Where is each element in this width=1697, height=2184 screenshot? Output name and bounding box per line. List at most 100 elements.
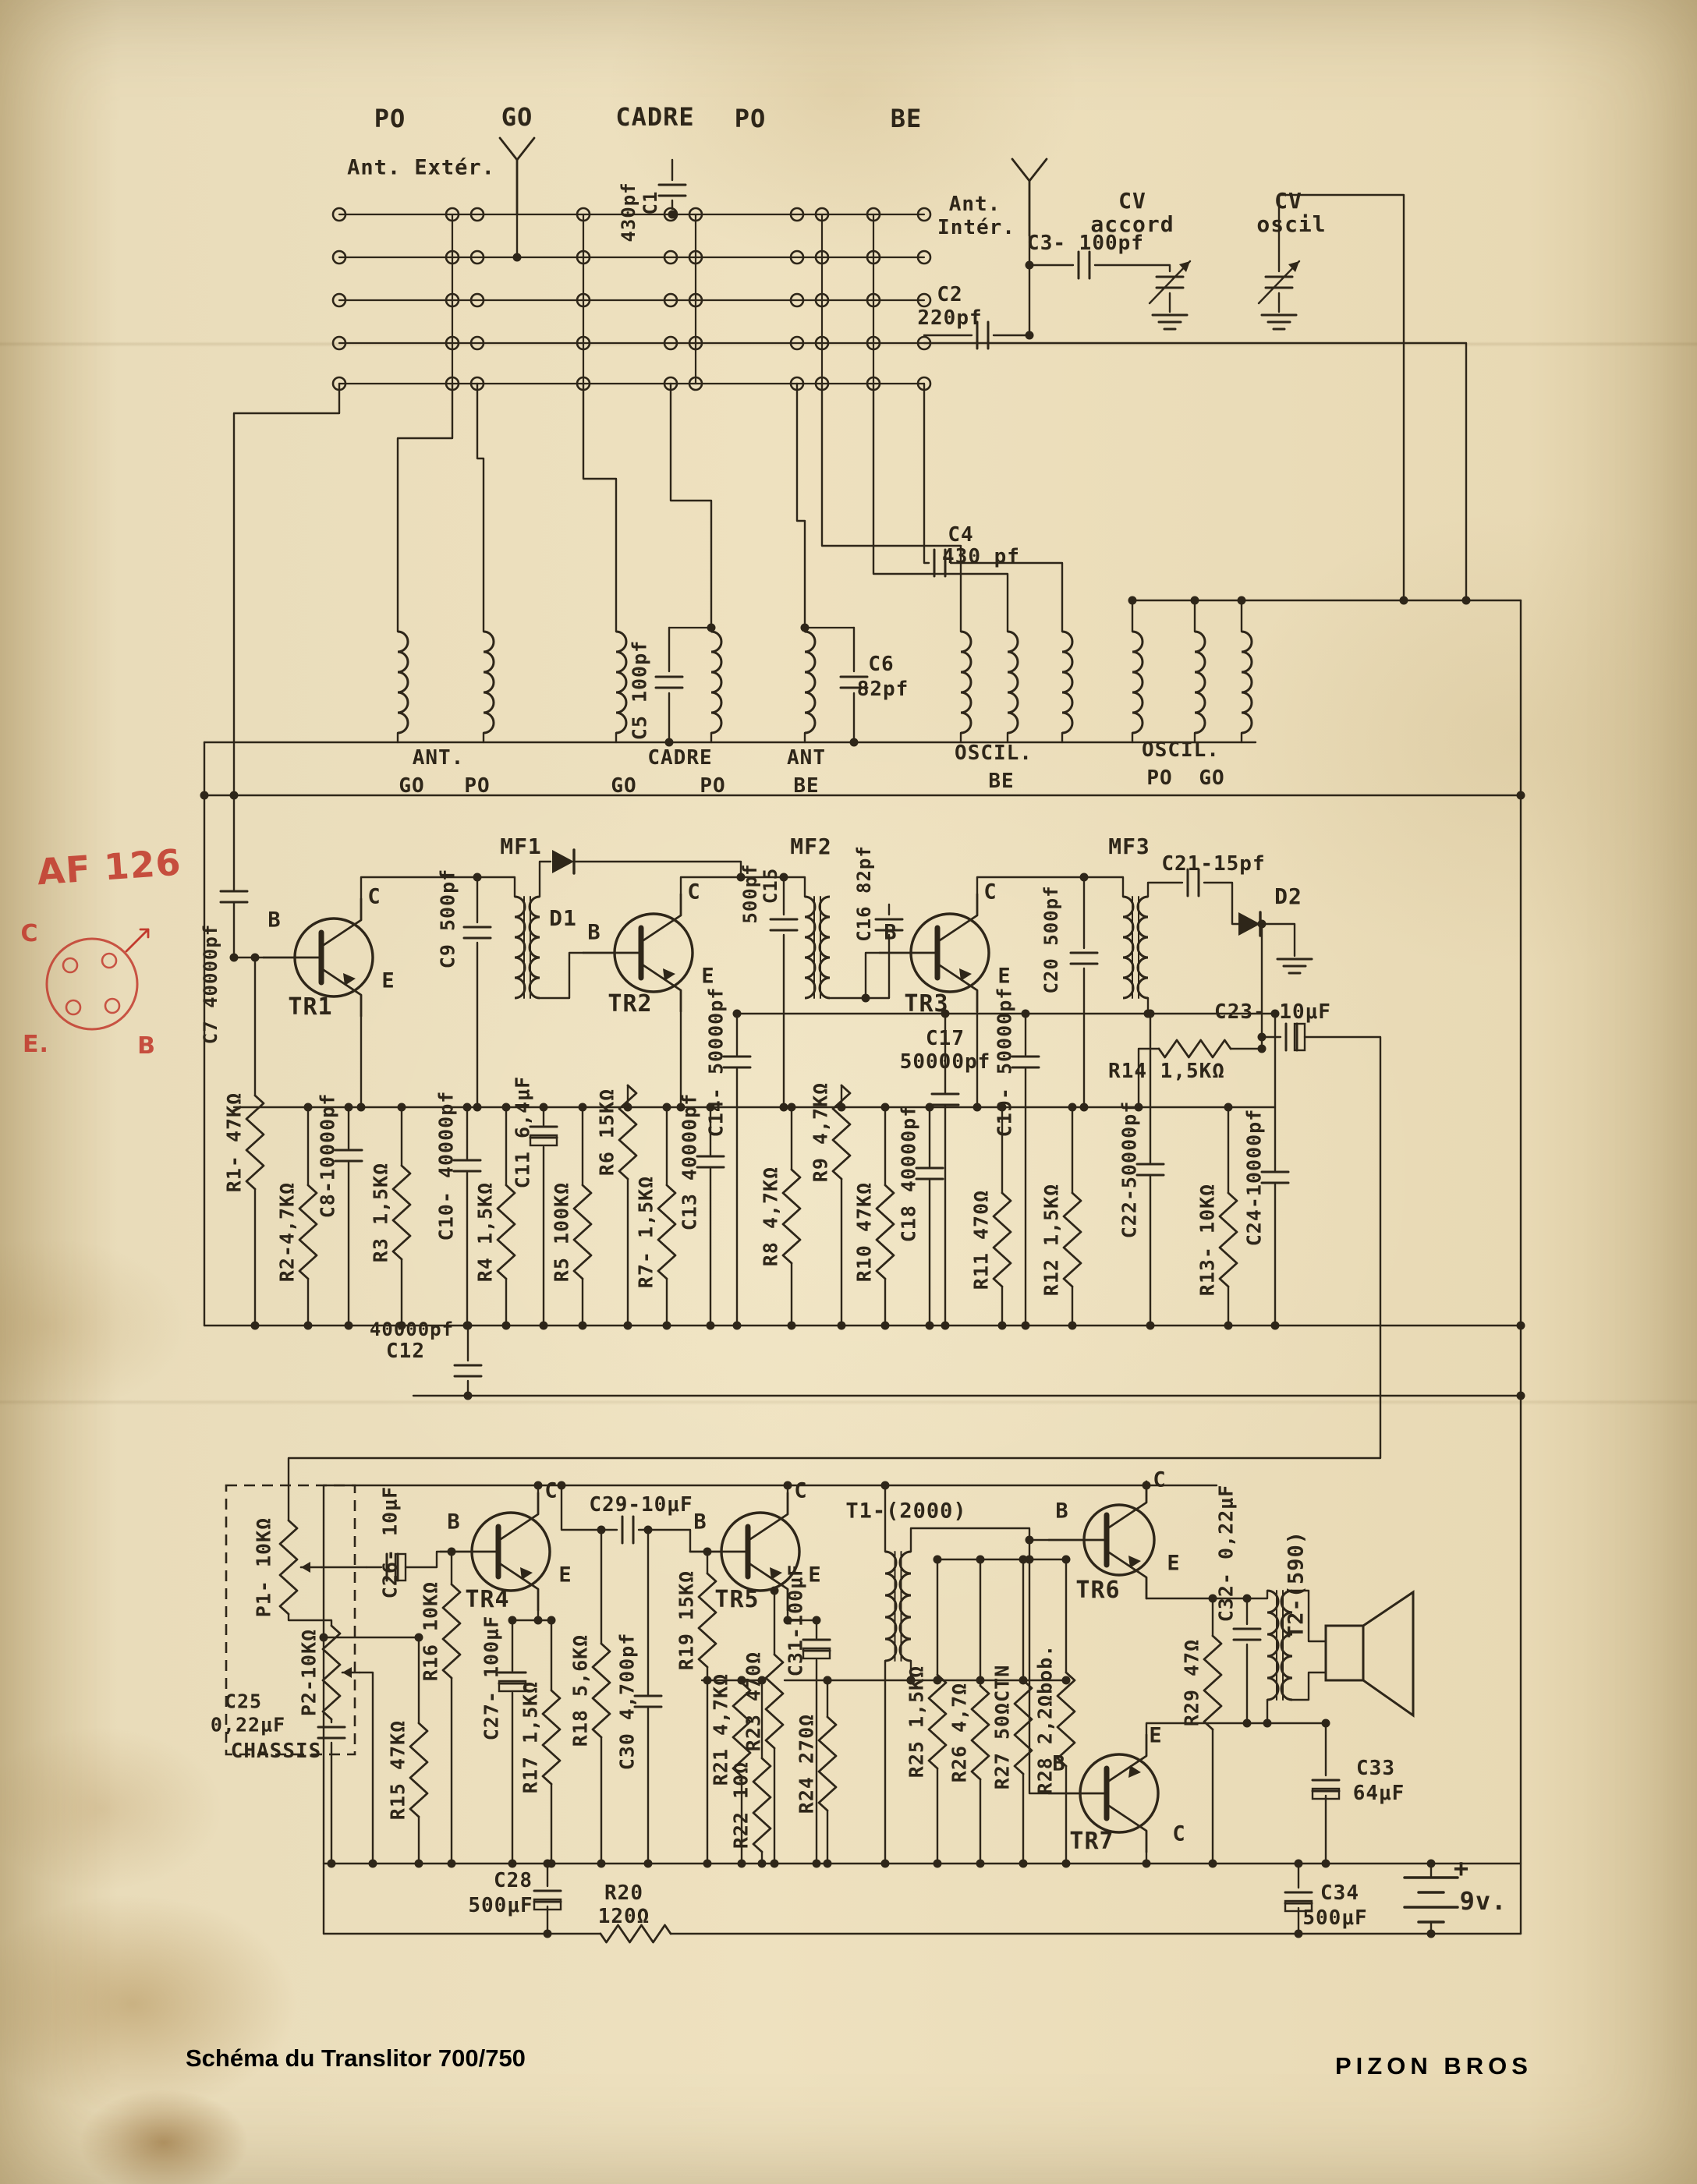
label-stamp-c: C	[20, 920, 39, 947]
label-c15-value: 500pf	[739, 863, 761, 924]
label-c31: C31-100μF	[784, 1563, 807, 1677]
label-r15: R15 47KΩ	[386, 1719, 409, 1821]
label-tr7: TR7	[1069, 1828, 1114, 1855]
label-coil-ant-go: GO	[399, 774, 425, 798]
label-r22: R22 10Ω	[729, 1761, 753, 1849]
label-c30: C30 4,700pf	[615, 1632, 639, 1771]
label-tr5: TR5	[714, 1586, 760, 1613]
label-cv-accord-2: accord	[1090, 211, 1174, 237]
label-r19: R19 15KΩ	[675, 1570, 698, 1671]
label-c11: C11 6,4μF	[511, 1075, 534, 1189]
label-ant-inter-1: Ant.	[948, 193, 1001, 216]
label-c19: C19- 50000pf	[993, 986, 1016, 1138]
label-cv-oscil-2: oscil	[1256, 211, 1327, 237]
label-stamp-name: AF 126	[35, 841, 183, 894]
label-c5: C5 100pf	[628, 639, 651, 741]
label-c32: C32- 0,22μF	[1214, 1484, 1238, 1623]
label-cv-accord-1: CV	[1118, 188, 1146, 214]
label-cv-oscil-1: CV	[1274, 188, 1302, 214]
label-tr5-b: B	[693, 1510, 707, 1534]
label-c2-value: 220pf	[917, 306, 983, 330]
label-c28-name: C28	[494, 1869, 533, 1892]
label-c4-value: 430 pf	[942, 545, 1020, 568]
label-mf1: MF1	[500, 834, 542, 859]
label-c6-name: C6	[868, 653, 895, 676]
label-r26: R26 4,7Ω	[948, 1682, 971, 1783]
label-r9: R9 4,7KΩ	[809, 1081, 832, 1183]
label-c6-value: 82pf	[856, 678, 909, 701]
label-c16: C16 82pf	[853, 845, 875, 942]
label-tr4: TR4	[465, 1586, 510, 1613]
label-c10: C10- 40000pf	[434, 1090, 458, 1241]
label-tr6: TR6	[1075, 1577, 1121, 1604]
label-r7: R7- 1,5KΩ	[634, 1175, 657, 1289]
label-c26: C26- 10μF	[378, 1485, 402, 1599]
label-tr6-c: C	[1153, 1467, 1167, 1492]
label-c22: C22-50000pf	[1118, 1100, 1141, 1239]
label-coil-cadre-po: PO	[700, 774, 726, 798]
label-c2-name: C2	[937, 283, 963, 306]
label-coil-oscil2-po: PO	[1146, 766, 1173, 790]
schema-caption: Schéma du Translitor 700/750	[186, 2044, 526, 2072]
label-r16: R16 10KΩ	[419, 1580, 442, 1682]
label-coil-oscil1: OSCIL.	[955, 742, 1033, 765]
label-p2: P2-10KΩ	[297, 1628, 321, 1717]
label-r10: R10 47KΩ	[852, 1181, 876, 1283]
label-c34-name: C34	[1320, 1881, 1359, 1905]
label-c28-value: 500μF	[468, 1894, 533, 1917]
label-d1: D1	[549, 905, 577, 931]
label-band-be: BE	[890, 104, 923, 133]
label-r6: R6 15KΩ	[595, 1088, 618, 1177]
label-coil-ant2-be: BE	[793, 774, 820, 798]
label-c4-name: C4	[948, 523, 974, 547]
label-r29: R29 47Ω	[1180, 1638, 1203, 1727]
label-mf2: MF2	[790, 834, 832, 859]
label-chassis: CHASSIS	[230, 1740, 322, 1763]
label-tr5-c: C	[794, 1478, 808, 1503]
label-d2: D2	[1274, 883, 1302, 909]
label-tr7-b: B	[1052, 1751, 1066, 1776]
label-r21: R21 4,7KΩ	[709, 1673, 732, 1786]
label-mf3: MF3	[1108, 834, 1150, 859]
label-r3: R3 1,5KΩ	[369, 1162, 392, 1263]
label-c12-name: C12	[386, 1340, 425, 1363]
brand-caption: PIZON BROS	[1335, 2052, 1532, 2080]
label-coil-ant2: ANT	[787, 746, 826, 770]
label-tr4-e: E	[558, 1563, 572, 1588]
label-r8: R8 4,7KΩ	[759, 1166, 782, 1267]
label-c25-value: 0,22μF	[210, 1713, 286, 1736]
label-tr1-c: C	[367, 884, 381, 909]
label-tr3: TR3	[904, 990, 949, 1018]
label-r17: R17 1,5KΩ	[519, 1680, 542, 1794]
label-tr1-b: B	[267, 908, 282, 933]
label-coil-ant: ANT.	[412, 746, 465, 770]
label-p1: P1- 10KΩ	[252, 1517, 275, 1618]
label-c14: C14- 50000pf	[704, 986, 728, 1138]
label-c13: C13 40000pf	[678, 1092, 701, 1231]
label-r13: R13- 10KΩ	[1196, 1183, 1219, 1297]
label-r28: R28 2,2Ωbob.	[1033, 1644, 1057, 1795]
label-c1-name: C1	[639, 190, 661, 215]
label-c17-value: 50000pf	[899, 1050, 991, 1074]
label-c34-value: 500μF	[1302, 1906, 1368, 1930]
label-tr6-b: B	[1055, 1499, 1069, 1524]
label-tr1: TR1	[288, 993, 333, 1021]
label-t1: T1-(2000)	[845, 1499, 967, 1524]
label-t2: T2-(590)	[1284, 1530, 1309, 1639]
label-r27: R27 50ΩCTN	[990, 1664, 1014, 1790]
label-c1-value: 430pf	[618, 182, 639, 242]
label-r4: R4 1,5KΩ	[473, 1181, 497, 1283]
label-c23: C23- 10μF	[1214, 1000, 1331, 1024]
label-band-po-1: PO	[374, 104, 406, 133]
label-r1: R1- 47KΩ	[222, 1092, 246, 1193]
label-tr1-e: E	[381, 968, 395, 993]
label-c8: C8-10000pf	[316, 1092, 339, 1219]
label-band-po-2: PO	[734, 104, 767, 133]
label-tr7-e: E	[1149, 1723, 1163, 1748]
label-tr6-e: E	[1167, 1551, 1181, 1576]
label-tr3-c: C	[983, 880, 997, 904]
label-c24: C24-10000pf	[1242, 1108, 1266, 1247]
